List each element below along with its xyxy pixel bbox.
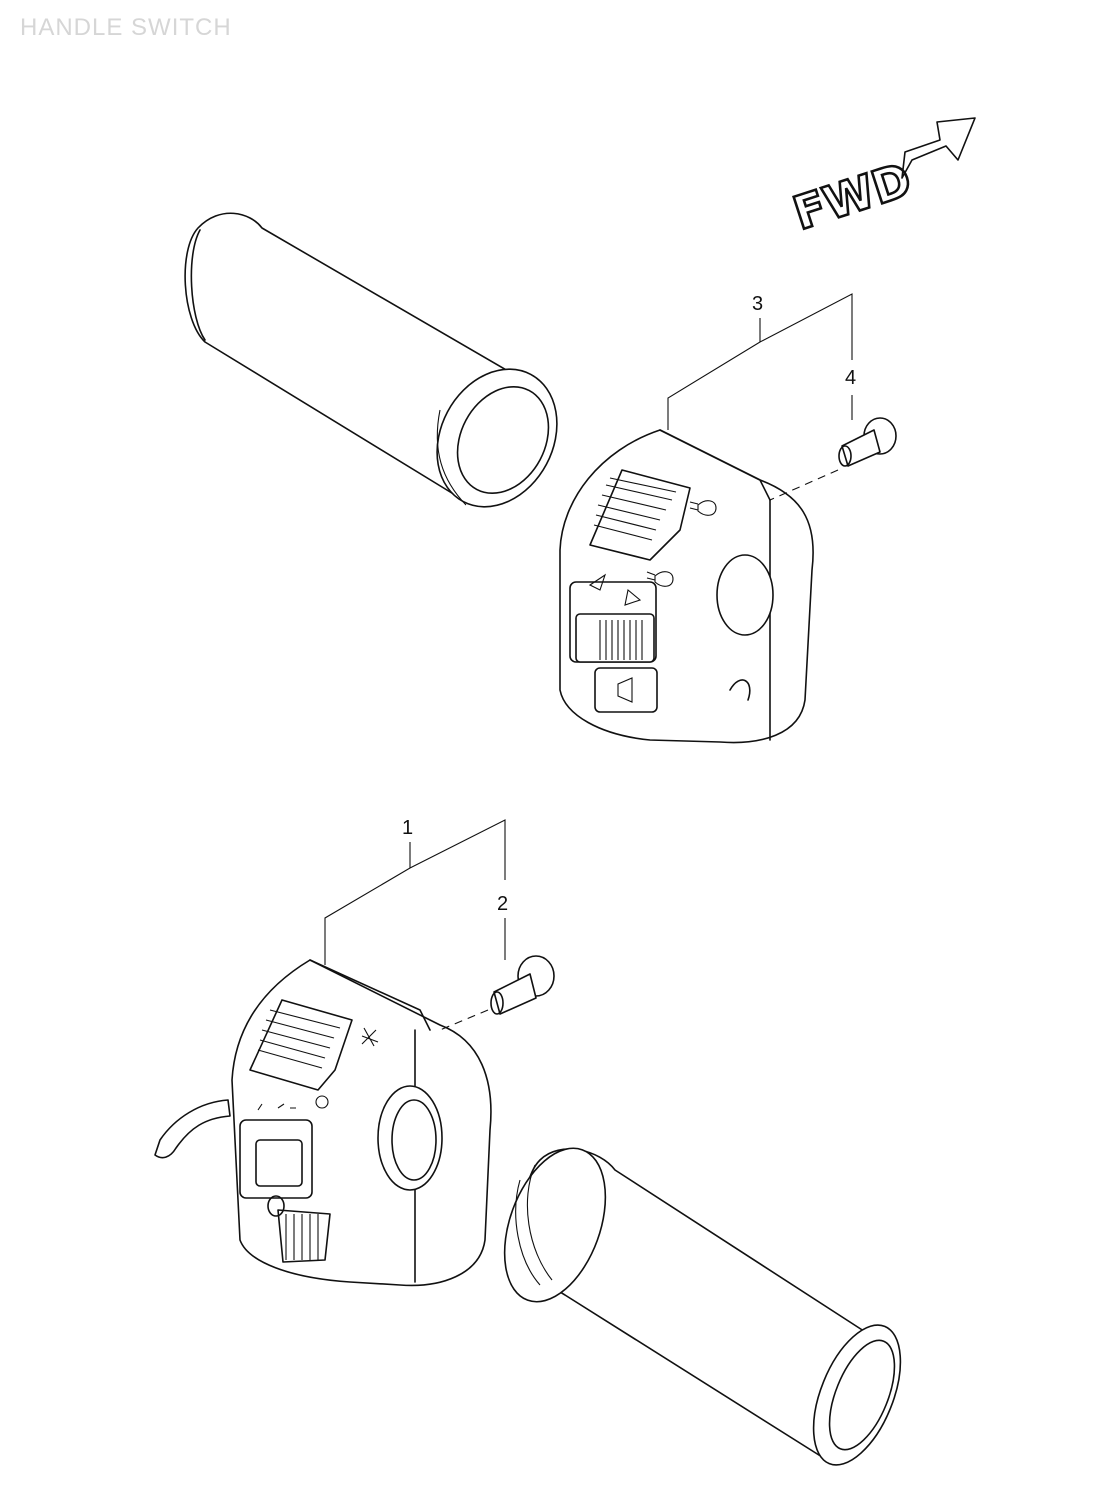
- upper-handlebar-grip: [184, 212, 558, 508]
- screw-upper: [769, 417, 897, 501]
- lower-handlebar-grip: [503, 1147, 902, 1466]
- screw-lower: [439, 955, 555, 1031]
- callout-2: 2: [497, 893, 508, 915]
- lower-switch-housing: [154, 959, 492, 1287]
- fwd-arrow-icon: [901, 117, 976, 179]
- page-title: HANDLE SWITCH: [20, 14, 232, 41]
- callout-4: 4: [845, 367, 856, 389]
- leader-lines-lower: [324, 819, 506, 965]
- fwd-indicator: FWD: [785, 117, 976, 242]
- fwd-label: FWD: [787, 152, 918, 241]
- callout-3: 3: [752, 293, 763, 315]
- callout-1: 1: [402, 817, 413, 839]
- upper-switch-housing: [559, 429, 814, 744]
- leader-lines-upper: [667, 293, 853, 430]
